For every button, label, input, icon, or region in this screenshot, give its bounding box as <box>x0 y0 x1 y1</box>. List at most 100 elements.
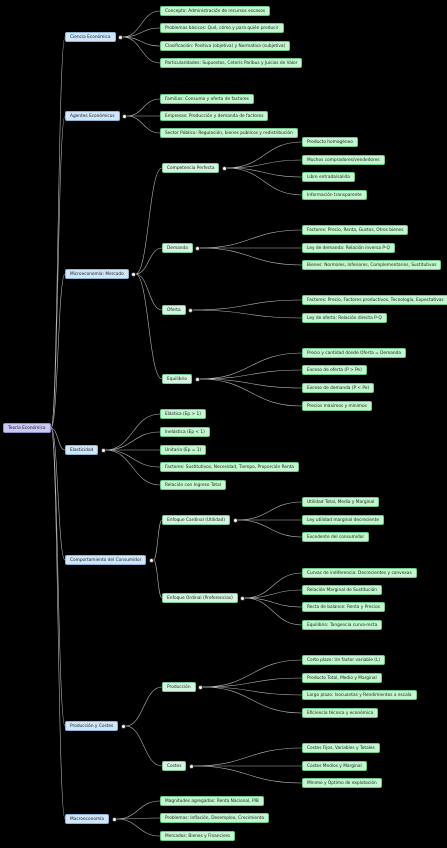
connector <box>202 686 303 696</box>
branch-toggle-macroeconomia[interactable] <box>111 816 117 822</box>
connector <box>226 167 303 178</box>
leaf-clasificacion-positiva-objetiva-y-normat[interactable]: Clasificación: Positiva (objetiva) y Nor… <box>160 41 291 51</box>
connector <box>50 427 66 727</box>
leaf-minimo-y-optimo-de-explotacion[interactable]: Mínimo y Óptimo de explotación <box>302 778 382 788</box>
subbranch-toggle-costes[interactable] <box>188 763 194 769</box>
connector <box>122 10 161 38</box>
leaf-bienes-normales-inferiores-complementari[interactable]: Bienes: Normales, Inferiores, Complement… <box>302 260 442 270</box>
leaf-factores-precio-factores-productivos-tec[interactable]: Factores: Precio, Factores productivos, … <box>302 295 447 305</box>
branch-toggle-agentes-economicos[interactable] <box>121 113 127 119</box>
leaf-excedente-del-consumidor[interactable]: Excedente del consumidor <box>302 532 370 542</box>
connector <box>50 36 66 429</box>
connector <box>122 36 161 64</box>
connector <box>126 115 161 134</box>
connector <box>135 273 163 380</box>
leaf-problemas-inflacion-desempleo-crecimient[interactable]: Problemas: Inflación, Desempleo, Crecimi… <box>160 813 270 823</box>
branch-produccion-y-costes[interactable]: Producción y Costes <box>65 721 119 731</box>
subbranch-produccion[interactable]: Producción <box>162 682 196 692</box>
leaf-libre-entrada-salida[interactable]: Libre entrada/salida <box>302 172 355 182</box>
leaf-producto-homogeneo[interactable]: Producto homogéneo <box>302 137 358 147</box>
connector <box>244 597 303 608</box>
connector <box>192 309 303 319</box>
leaf-curvas-de-indiferencia-decrecientes-y-co[interactable]: Curvas de indiferencia: Decrecientes y c… <box>302 568 417 578</box>
leaf-sector-publico-regulacion-bienes-publico[interactable]: Sector Público: Regulación, bienes públi… <box>160 128 298 138</box>
subbranch-enfoque-cardinal-utilidad[interactable]: Enfoque Cardinal (Utilidad) <box>162 515 231 525</box>
leaf-inelastica-ep-1[interactable]: Inelástica (Ep < 1) <box>160 427 210 437</box>
subbranch-oferta[interactable]: Oferta <box>162 305 186 315</box>
leaf-precio-y-cantidad-donde-oferta-demanda[interactable]: Precio y cantidad donde Oferta = Demanda <box>302 348 406 358</box>
branch-macroeconomia[interactable]: Macroeconomía <box>65 814 110 824</box>
branch-toggle-microeconomia-mercado[interactable] <box>130 271 136 277</box>
leaf-concepto-administracion-de-recursos-esca[interactable]: Concepto: Administración de recursos esc… <box>160 6 271 16</box>
leaf-relacion-con-ingreso-total[interactable]: Relación con Ingreso Total <box>160 480 226 490</box>
connector <box>116 800 161 820</box>
subbranch-costes[interactable]: Costes <box>162 761 187 771</box>
subbranch-toggle-enfoque-ordinal-preferencias[interactable] <box>239 595 245 601</box>
connector <box>50 427 66 561</box>
branch-toggle-ciencia-economica[interactable] <box>117 34 123 40</box>
leaf-problemas-basicos-que-como-y-para-quien-[interactable]: Problemas básicos: Qué, cómo y para quié… <box>160 23 284 33</box>
leaf-recta-de-balance-renta-y-precios[interactable]: Recta de balance: Renta y Precios <box>302 602 385 612</box>
leaf-magnitudes-agregadas-renta-nacional-pib[interactable]: Magnitudes agregadas: Renta Nacional, PI… <box>160 796 264 806</box>
leaf-relacion-marginal-de-sustitucion[interactable]: Relación Marginal de Sustitución <box>302 585 383 595</box>
connector <box>199 369 303 380</box>
connector <box>50 427 66 451</box>
leaf-informacion-transparente[interactable]: Información transparente <box>302 190 367 200</box>
leaf-ley-de-demanda-relacion-inversa-p-q[interactable]: Ley de demanda: Relación inversa P-Q <box>302 243 395 253</box>
subbranch-enfoque-ordinal-preferencias[interactable]: Enfoque Ordinal (Preferencias) <box>162 593 238 603</box>
leaf-costes-medios-y-marginal[interactable]: Costes Medios y Marginal <box>302 761 367 771</box>
connector <box>122 36 161 47</box>
branch-microeconomia-mercado[interactable]: Microeconomía: Mercado <box>65 269 129 279</box>
leaf-eficiencia-tecnica-y-economica[interactable]: Eficiencia técnica y económica <box>302 708 379 718</box>
subbranch-toggle-demanda[interactable] <box>194 245 200 251</box>
connector <box>135 167 163 275</box>
branch-toggle-elasticidad[interactable] <box>100 447 106 453</box>
connector <box>122 27 161 38</box>
branch-toggle-comportamiento-del-consumidor[interactable] <box>148 557 154 563</box>
subbranch-toggle-competencia-perfecta[interactable] <box>221 165 227 171</box>
root-node[interactable]: Teoría Económica <box>3 423 51 433</box>
subbranch-toggle-produccion[interactable] <box>197 684 203 690</box>
leaf-ley-utilidad-marginal-decreciente[interactable]: Ley utilidad marginal decreciente <box>302 515 384 525</box>
leaf-exceso-de-demanda-p-pe[interactable]: Exceso de demanda (P < Pe) <box>302 383 375 393</box>
leaf-factores-sustitutivos-necesidad-tiempo-p[interactable]: Factores: Sustitutivos, Necesidad, Tiemp… <box>160 462 300 472</box>
leaf-utilidad-total-media-y-marginal[interactable]: Utilidad Total, Media y Marginal <box>302 497 380 507</box>
leaf-exceso-de-oferta-p-pe[interactable]: Exceso de oferta (P > Pe) <box>302 365 367 375</box>
connector <box>153 519 163 561</box>
leaf-familias-consumo-y-oferta-de-factores[interactable]: Familias: Consumo y oferta de factores <box>160 94 254 104</box>
leaf-unitaria-ep-1[interactable]: Unitaria (Ep = 1) <box>160 445 207 455</box>
leaf-costes-fijos-variables-y-totales[interactable]: Costes Fijos, Variables y Totales <box>302 743 380 753</box>
subbranch-toggle-enfoque-cardinal-utilidad[interactable] <box>232 517 238 523</box>
leaf-factores-precio-renta-gustos-otros-biene[interactable]: Factores: Precio, Renta, Gustos, Otros b… <box>302 225 409 235</box>
branch-elasticidad[interactable]: Elasticidad <box>65 445 99 455</box>
connector <box>226 141 303 169</box>
leaf-elastica-ep-1[interactable]: Elástica (Ep > 1) <box>160 409 206 419</box>
subbranch-toggle-oferta[interactable] <box>187 307 193 313</box>
leaf-precios-maximos-y-minimos[interactable]: Precios máximos y mínimos <box>302 401 372 411</box>
branch-agentes-economicos[interactable]: Agentes Económicos <box>65 111 120 121</box>
leaf-corto-plazo-un-factor-variable-l[interactable]: Corto plazo: Un factor variable (L) <box>302 655 385 665</box>
leaf-particularidades-supuestos-ceteris-parib[interactable]: Particularidades: Supuestos, Ceteris Par… <box>160 58 303 68</box>
connector <box>202 686 303 714</box>
leaf-ley-de-oferta-relacion-directa-p-q[interactable]: Ley de oferta: Relación directa P-Q <box>302 313 387 323</box>
subbranch-toggle-equilibrio[interactable] <box>194 376 200 382</box>
connector <box>135 247 163 275</box>
leaf-producto-total-medio-y-marginal[interactable]: Producto Total, Medio y Marginal <box>302 673 382 683</box>
connector <box>244 589 303 599</box>
leaf-largo-plazo-isocuantas-y-rendimientos-a-[interactable]: Largo plazo: Isocuantas y Rendimientos a… <box>302 690 417 700</box>
branch-comportamiento-del-consumidor[interactable]: Comportamiento del Consumidor <box>65 555 147 565</box>
connector <box>202 659 303 688</box>
leaf-equilibrio-tangencia-curva-recta[interactable]: Equilibrio: Tangencia curva-recta <box>302 620 383 630</box>
leaf-muchos-compradores-vendedores[interactable]: Muchos compradores/vendedores <box>302 155 385 165</box>
subbranch-demanda[interactable]: Demanda <box>162 243 193 253</box>
subbranch-equilibrio[interactable]: Equilibrio <box>162 374 193 384</box>
branch-toggle-produccion-y-costes[interactable] <box>120 723 126 729</box>
leaf-empresas-produccion-y-demanda-de-factore[interactable]: Empresas: Producción y demanda de factor… <box>160 111 269 121</box>
leaf-mercados-bienes-y-financiero[interactable]: Mercados: Bienes y Financiero <box>160 831 236 841</box>
connector <box>50 427 66 820</box>
connector <box>116 817 161 820</box>
subbranch-competencia-perfecta[interactable]: Competencia Perfecta <box>162 163 220 173</box>
branch-ciencia-economica[interactable]: Ciencia Económica <box>65 32 116 42</box>
